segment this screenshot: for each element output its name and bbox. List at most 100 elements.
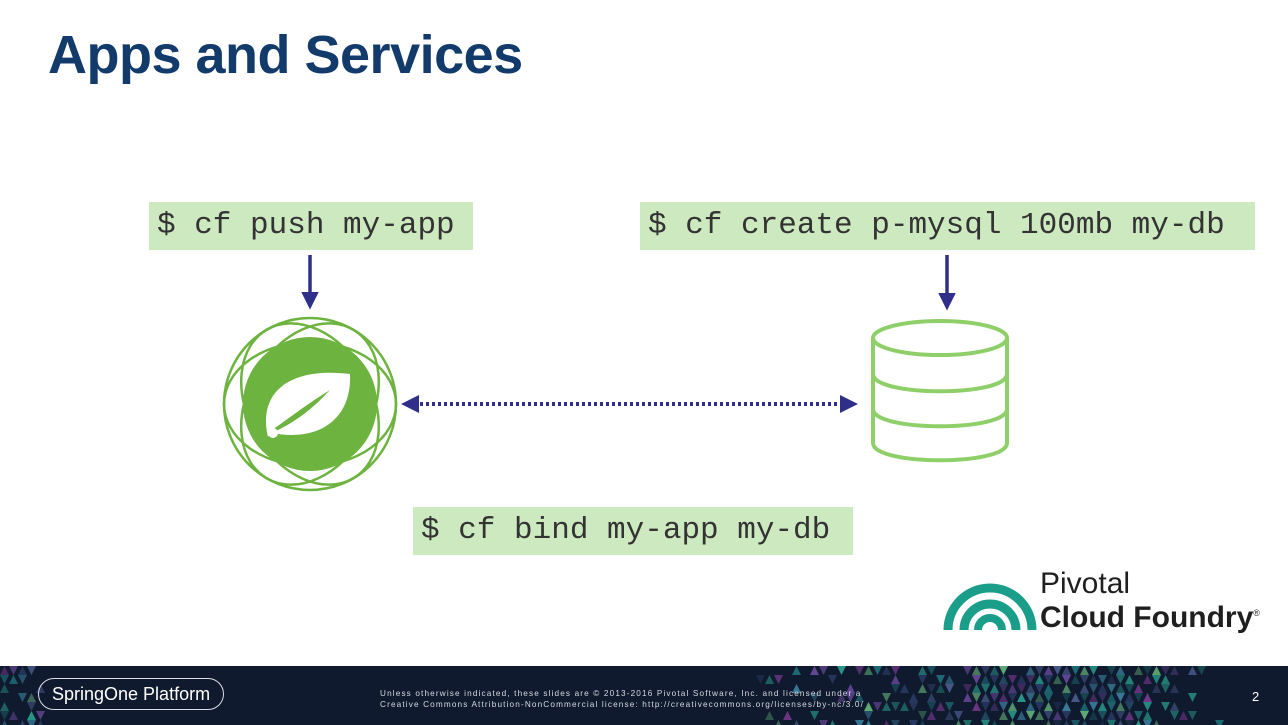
footer-triangle xyxy=(927,684,936,693)
footer-triangle xyxy=(1046,720,1051,725)
footer-triangle xyxy=(1062,675,1071,684)
footer-triangle xyxy=(20,720,25,725)
footer-triangle xyxy=(1143,702,1152,711)
footer-triangle xyxy=(945,702,954,711)
footer-triangle xyxy=(1116,675,1125,684)
footer-triangle xyxy=(891,702,900,711)
footer-triangle xyxy=(1098,684,1107,693)
footer-triangle xyxy=(1107,666,1116,675)
footer-triangle xyxy=(27,720,36,725)
footer-triangle xyxy=(18,693,27,702)
footer-triangle xyxy=(873,666,882,675)
footer-triangle xyxy=(1215,720,1224,725)
footer-triangle xyxy=(1026,711,1035,720)
footer-triangle xyxy=(1107,675,1116,684)
footer-triangle xyxy=(1152,684,1161,693)
footer-triangle xyxy=(1017,711,1026,720)
footer-triangle xyxy=(1071,666,1080,675)
license-line-1: Unless otherwise indicated, these slides… xyxy=(380,689,862,698)
footer-triangle xyxy=(1053,675,1062,684)
bind-arrowhead-left xyxy=(401,395,419,413)
footer-triangle xyxy=(810,666,819,675)
footer-triangle xyxy=(954,711,963,720)
footer-triangle xyxy=(963,693,972,702)
footer-triangle xyxy=(1188,666,1197,675)
footer-triangle xyxy=(999,711,1008,720)
footer-triangle xyxy=(1179,711,1188,720)
footer-triangle xyxy=(1107,684,1116,693)
footer-triangle xyxy=(1143,720,1152,725)
footer-triangle xyxy=(891,684,900,693)
footer-triangle xyxy=(1161,702,1170,711)
footer-triangle xyxy=(9,711,18,720)
footer-triangle xyxy=(981,675,990,684)
database-icon xyxy=(871,319,1009,463)
footer-triangle xyxy=(1125,702,1134,711)
apps-services-diagram xyxy=(222,255,1009,492)
footer-triangle xyxy=(873,702,882,711)
footer-triangle xyxy=(1026,702,1035,711)
footer-triangle xyxy=(990,675,999,684)
footer-triangle xyxy=(1008,711,1017,720)
footer-triangle xyxy=(1062,666,1071,675)
footer-triangle xyxy=(1188,711,1197,720)
footer-triangle xyxy=(918,666,927,675)
footer-triangle xyxy=(1080,711,1089,720)
footer-triangle xyxy=(981,702,990,711)
footer-triangle xyxy=(1008,675,1017,684)
footer-triangle xyxy=(864,702,873,711)
footer-triangle xyxy=(981,720,990,725)
footer-triangle xyxy=(927,693,936,702)
footer-triangle xyxy=(38,720,43,725)
footer-triangle xyxy=(1107,711,1116,720)
footer-triangle xyxy=(1053,702,1062,711)
footer-triangle xyxy=(999,675,1008,684)
footer-triangle xyxy=(27,666,36,675)
footer-triangle xyxy=(810,711,819,720)
footer-triangle xyxy=(1134,684,1143,693)
footer-triangle xyxy=(1143,711,1152,720)
footer-triangle xyxy=(909,702,918,711)
bind-connector xyxy=(401,395,858,413)
footer-triangle xyxy=(927,711,936,720)
logo-cloud-foundry-text: Cloud Foundry® xyxy=(1040,603,1260,633)
footer-triangle xyxy=(792,666,801,675)
footer-triangle xyxy=(1062,711,1071,720)
footer-triangle xyxy=(981,666,990,675)
footer-triangle xyxy=(1026,666,1035,675)
footer-triangle xyxy=(1080,675,1089,684)
footer-triangle xyxy=(0,675,9,684)
footer-triangle xyxy=(972,675,981,684)
footer-triangle xyxy=(990,666,999,675)
footer-triangle xyxy=(981,693,990,702)
footer-triangle xyxy=(1053,711,1062,720)
footer-triangle xyxy=(1035,702,1044,711)
footer-triangle xyxy=(1071,675,1080,684)
footer-triangle xyxy=(981,684,990,693)
footer-triangle xyxy=(990,684,999,693)
footer-triangle xyxy=(0,666,9,675)
footer-triangle xyxy=(846,693,855,702)
footer-triangle xyxy=(999,684,1008,693)
footer-triangle xyxy=(765,711,774,720)
footer-triangle xyxy=(1089,675,1098,684)
footer-triangle xyxy=(1017,693,1026,702)
footer-triangle xyxy=(882,702,891,711)
footer-triangle xyxy=(864,666,873,675)
footer-triangle xyxy=(1062,702,1071,711)
footer-triangle xyxy=(792,684,801,693)
footer-triangle xyxy=(18,675,27,684)
footer-triangle xyxy=(1098,711,1107,720)
footer-triangle xyxy=(992,720,997,725)
footer-triangle xyxy=(855,720,864,725)
footer-triangle xyxy=(819,666,828,675)
cf-create-service-command: $ cf create p-mysql 100mb my-db xyxy=(640,202,1255,250)
footer-triangle xyxy=(855,666,864,675)
footer-triangle xyxy=(900,702,909,711)
footer-triangle xyxy=(882,693,891,702)
footer-triangle xyxy=(18,666,27,675)
footer-triangle xyxy=(990,702,999,711)
footer-triangle xyxy=(1053,666,1062,675)
logo-pivotal-text: Pivotal xyxy=(1040,567,1131,600)
footer-triangle xyxy=(1071,693,1080,702)
